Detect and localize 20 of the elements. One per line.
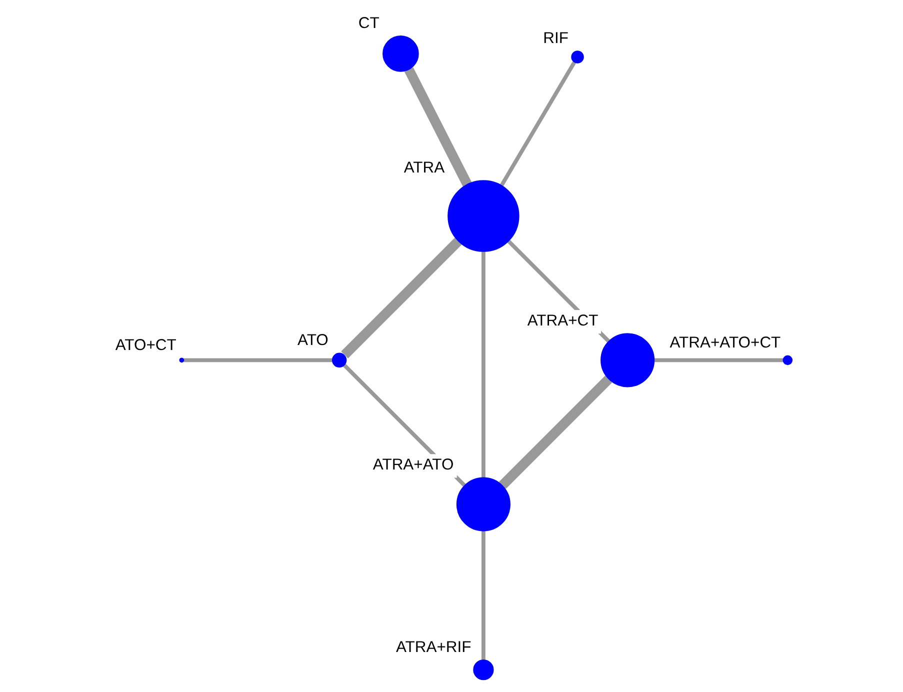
node-label: CT	[358, 14, 379, 32]
connector	[404, 67, 472, 187]
connector	[499, 61, 576, 186]
node-circle	[472, 659, 494, 680]
node-circle	[782, 355, 792, 366]
node-circle	[178, 358, 184, 363]
node-label: ATRA+RIF	[395, 638, 471, 656]
connector	[480, 530, 485, 660]
node-label: ATO+CT	[114, 337, 176, 354]
connector	[654, 358, 783, 362]
node-circle	[570, 50, 584, 64]
connector	[340, 238, 462, 358]
node-circle	[331, 352, 346, 368]
connector	[183, 358, 332, 362]
node-label: ATRA+ATO+CT	[669, 334, 780, 352]
connector	[480, 251, 485, 478]
node-circle	[382, 35, 418, 72]
node-label: RIF	[542, 30, 568, 48]
connector	[498, 376, 612, 489]
node-label: ATO	[297, 332, 328, 350]
